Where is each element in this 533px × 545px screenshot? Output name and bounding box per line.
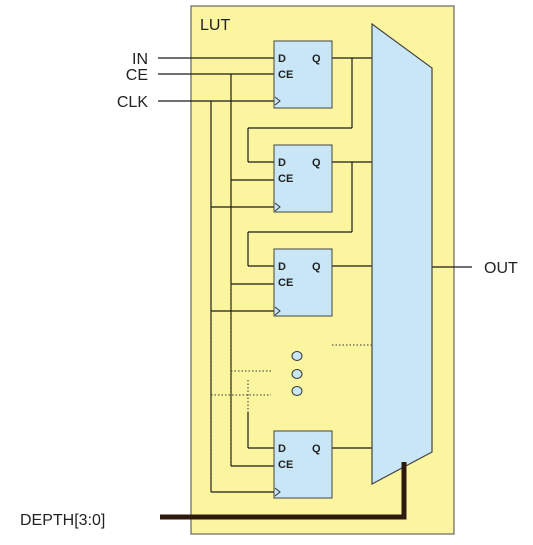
- ce-label: CE: [126, 67, 148, 84]
- continuation-lines: [210, 284, 372, 492]
- out-label: OUT: [484, 260, 518, 277]
- flipflop-1: D CE Q: [273, 40, 333, 109]
- wiring: [158, 57, 472, 493]
- clock-triangle-icon: [274, 96, 281, 106]
- flipflop-3: D CE Q: [273, 248, 333, 317]
- ce-pin-label: CE: [278, 277, 293, 289]
- depth-label: DEPTH[3:0]: [20, 512, 105, 529]
- ce-pin-label: CE: [278, 69, 293, 81]
- d-pin-label: D: [278, 261, 286, 273]
- ce-pin-label: CE: [278, 459, 293, 471]
- ce-pin-label: CE: [278, 173, 293, 185]
- d-pin-label: D: [278, 157, 286, 169]
- flipflop-2: D CE Q: [273, 144, 333, 213]
- clock-triangle-icon: [274, 487, 281, 497]
- q-pin-label: Q: [312, 53, 321, 65]
- d-pin-label: D: [278, 53, 286, 65]
- in-label: IN: [132, 51, 148, 68]
- clock-triangle-icon: [274, 202, 281, 212]
- clk-label: CLK: [117, 94, 148, 111]
- q-pin-label: Q: [312, 443, 321, 455]
- multiplexer: [371, 22, 433, 485]
- q-pin-label: Q: [312, 157, 321, 169]
- depth-bus: [160, 462, 407, 520]
- d-pin-label: D: [278, 443, 286, 455]
- q-pin-label: Q: [312, 261, 321, 273]
- flipflop-4: D CE Q: [273, 430, 333, 499]
- clock-triangle-icon: [274, 306, 281, 316]
- lut-label: LUT: [200, 17, 230, 34]
- ellipsis-dots-icon: [291, 351, 303, 396]
